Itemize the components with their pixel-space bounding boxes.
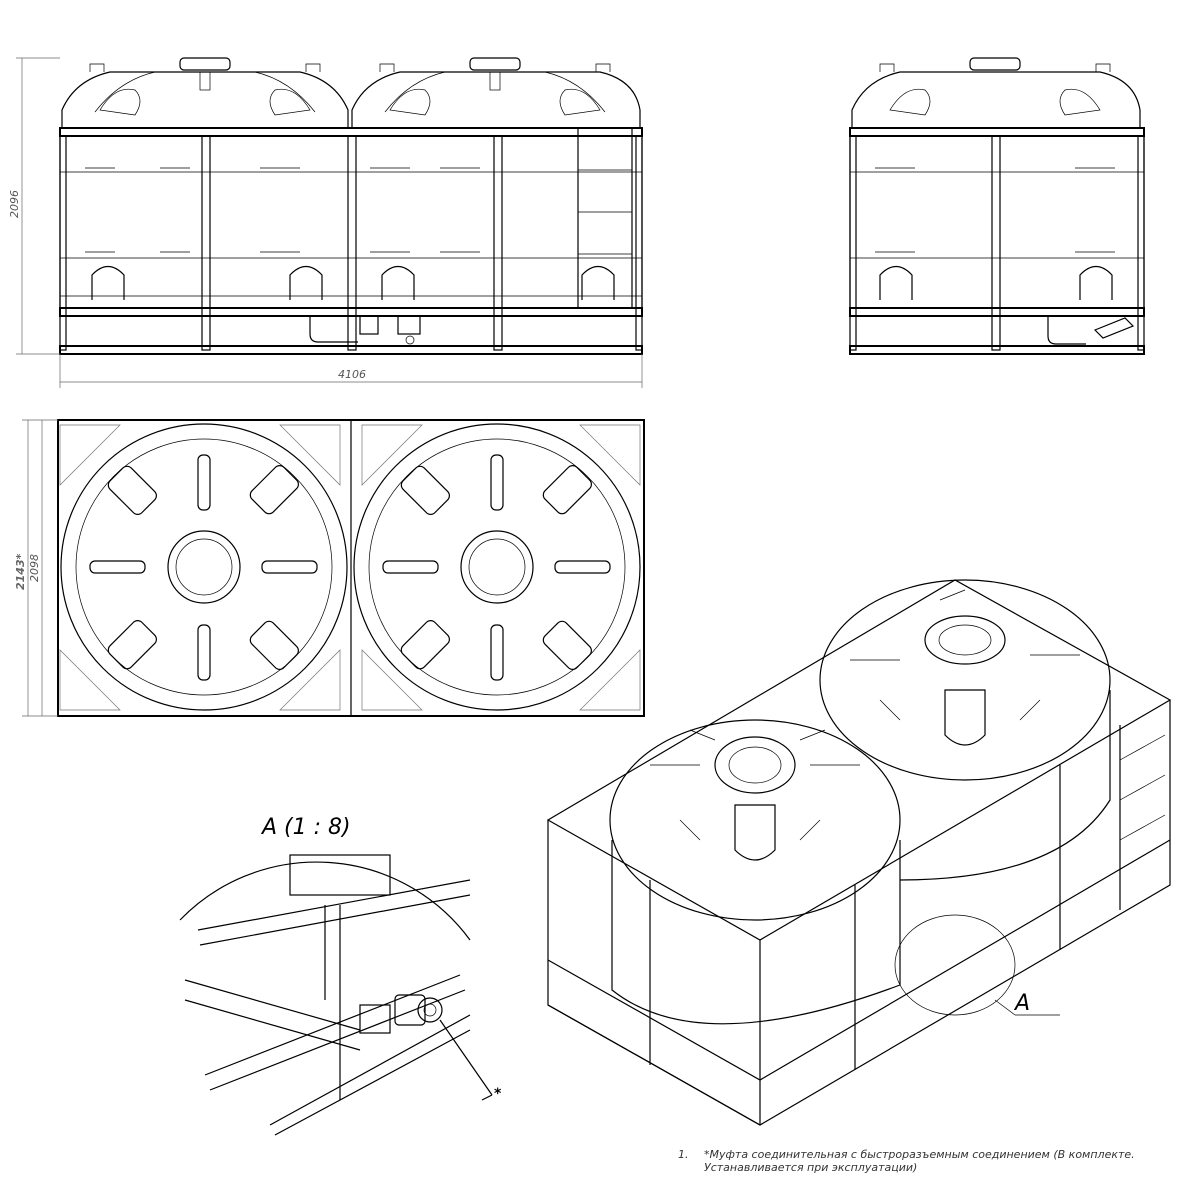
tank-dome-left xyxy=(61,57,349,128)
front-view: 2096 4106 xyxy=(8,57,643,388)
ladder xyxy=(577,128,633,308)
note-line-1: *Муфта соединительная с быстроразъемным … xyxy=(704,1148,1135,1161)
iso-tank-back xyxy=(819,579,1111,881)
tank-dome-right xyxy=(351,57,641,128)
callout-label: A xyxy=(1013,991,1030,1016)
iso-tank-front xyxy=(609,719,901,1025)
base-frame-top xyxy=(59,307,643,317)
isometric-view: A xyxy=(546,579,1172,1126)
tank-top-right xyxy=(353,423,641,711)
width-inner-label: 2098 xyxy=(28,554,41,582)
grating-mesh xyxy=(59,424,641,711)
height-label: 2096 xyxy=(8,190,21,218)
tank-feet xyxy=(91,265,615,300)
base-frame-bottom xyxy=(59,345,643,355)
dimension-height: 2096 xyxy=(8,57,60,355)
fittings xyxy=(309,315,421,345)
note-number: 1. xyxy=(678,1148,689,1161)
iso-frame xyxy=(546,579,1172,1126)
detail-view: A (1 : 8) * xyxy=(179,815,502,1136)
frame-top-rail xyxy=(59,127,643,137)
frame-posts xyxy=(59,135,643,351)
tank-body xyxy=(59,135,643,309)
note-line-2: Устанавливается при эксплуатации) xyxy=(704,1161,918,1174)
length-label: 4106 xyxy=(338,368,366,381)
detail-marker: * xyxy=(494,1086,502,1102)
tank-straps xyxy=(85,167,480,253)
detail-frame-members xyxy=(184,854,471,1136)
detail-title: A (1 : 8) xyxy=(260,815,351,840)
iso-callout-a: A xyxy=(894,914,1060,1016)
side-view xyxy=(849,57,1145,355)
width-outer-label: 2143* xyxy=(14,553,27,590)
tank-top-left xyxy=(60,423,348,711)
top-view: 2143* 2098 xyxy=(14,419,645,717)
dimension-length: 4106 xyxy=(59,354,643,388)
dimension-width: 2143* 2098 xyxy=(14,419,58,717)
detail-coupling: * xyxy=(359,994,502,1102)
